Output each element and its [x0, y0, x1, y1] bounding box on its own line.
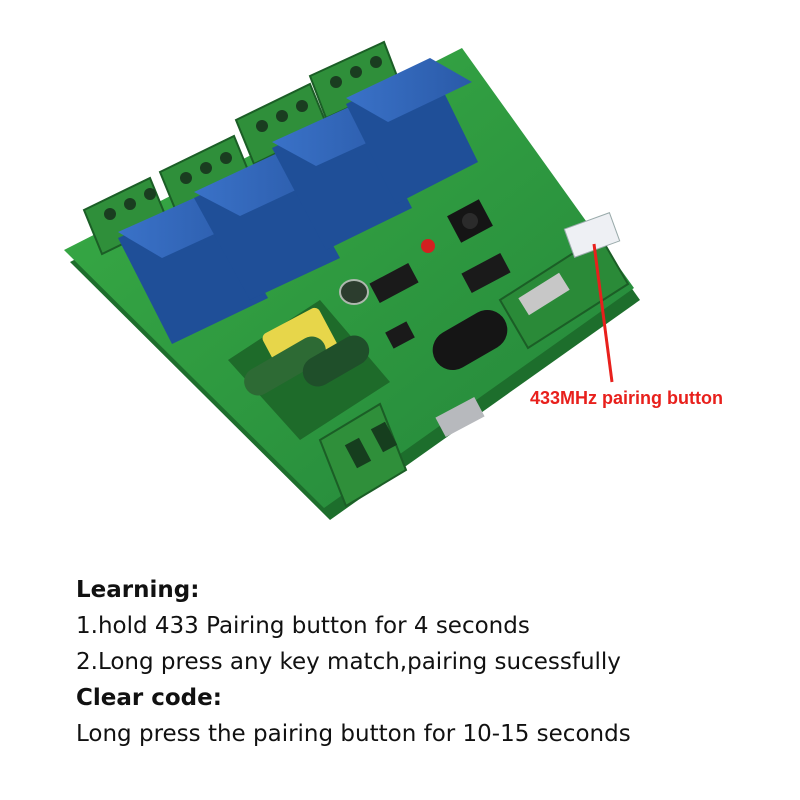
instructions-block: Learning: 1.hold 433 Pairing button for …: [76, 572, 776, 752]
power-module: [228, 300, 390, 440]
ic-chip-left: [369, 262, 419, 304]
ic-chip-right: [461, 252, 511, 294]
power-terminal: [318, 402, 408, 508]
clear-code-heading: Clear code:: [76, 685, 222, 711]
tactile-button: [447, 199, 493, 243]
relay-4: [346, 58, 478, 204]
callout-pointer: [592, 243, 614, 383]
regulator-chip: [385, 321, 415, 349]
antenna-coil: [432, 310, 508, 370]
pairing-button-callout: 433MHz pairing button: [530, 388, 723, 408]
capacitor: [339, 279, 369, 305]
clear-code-text: Long press the pairing button for 10-15 …: [76, 721, 631, 747]
micro-usb-port: [435, 396, 485, 438]
red-led: [421, 239, 435, 253]
terminal-screws: [104, 56, 382, 220]
learning-step-1: 1.hold 433 Pairing button for 4 seconds: [76, 613, 530, 639]
learning-step-2: 2.Long press any key match,pairing suces…: [76, 649, 621, 675]
relay-board-photo: [64, 40, 640, 520]
learning-heading: Learning:: [76, 577, 200, 603]
